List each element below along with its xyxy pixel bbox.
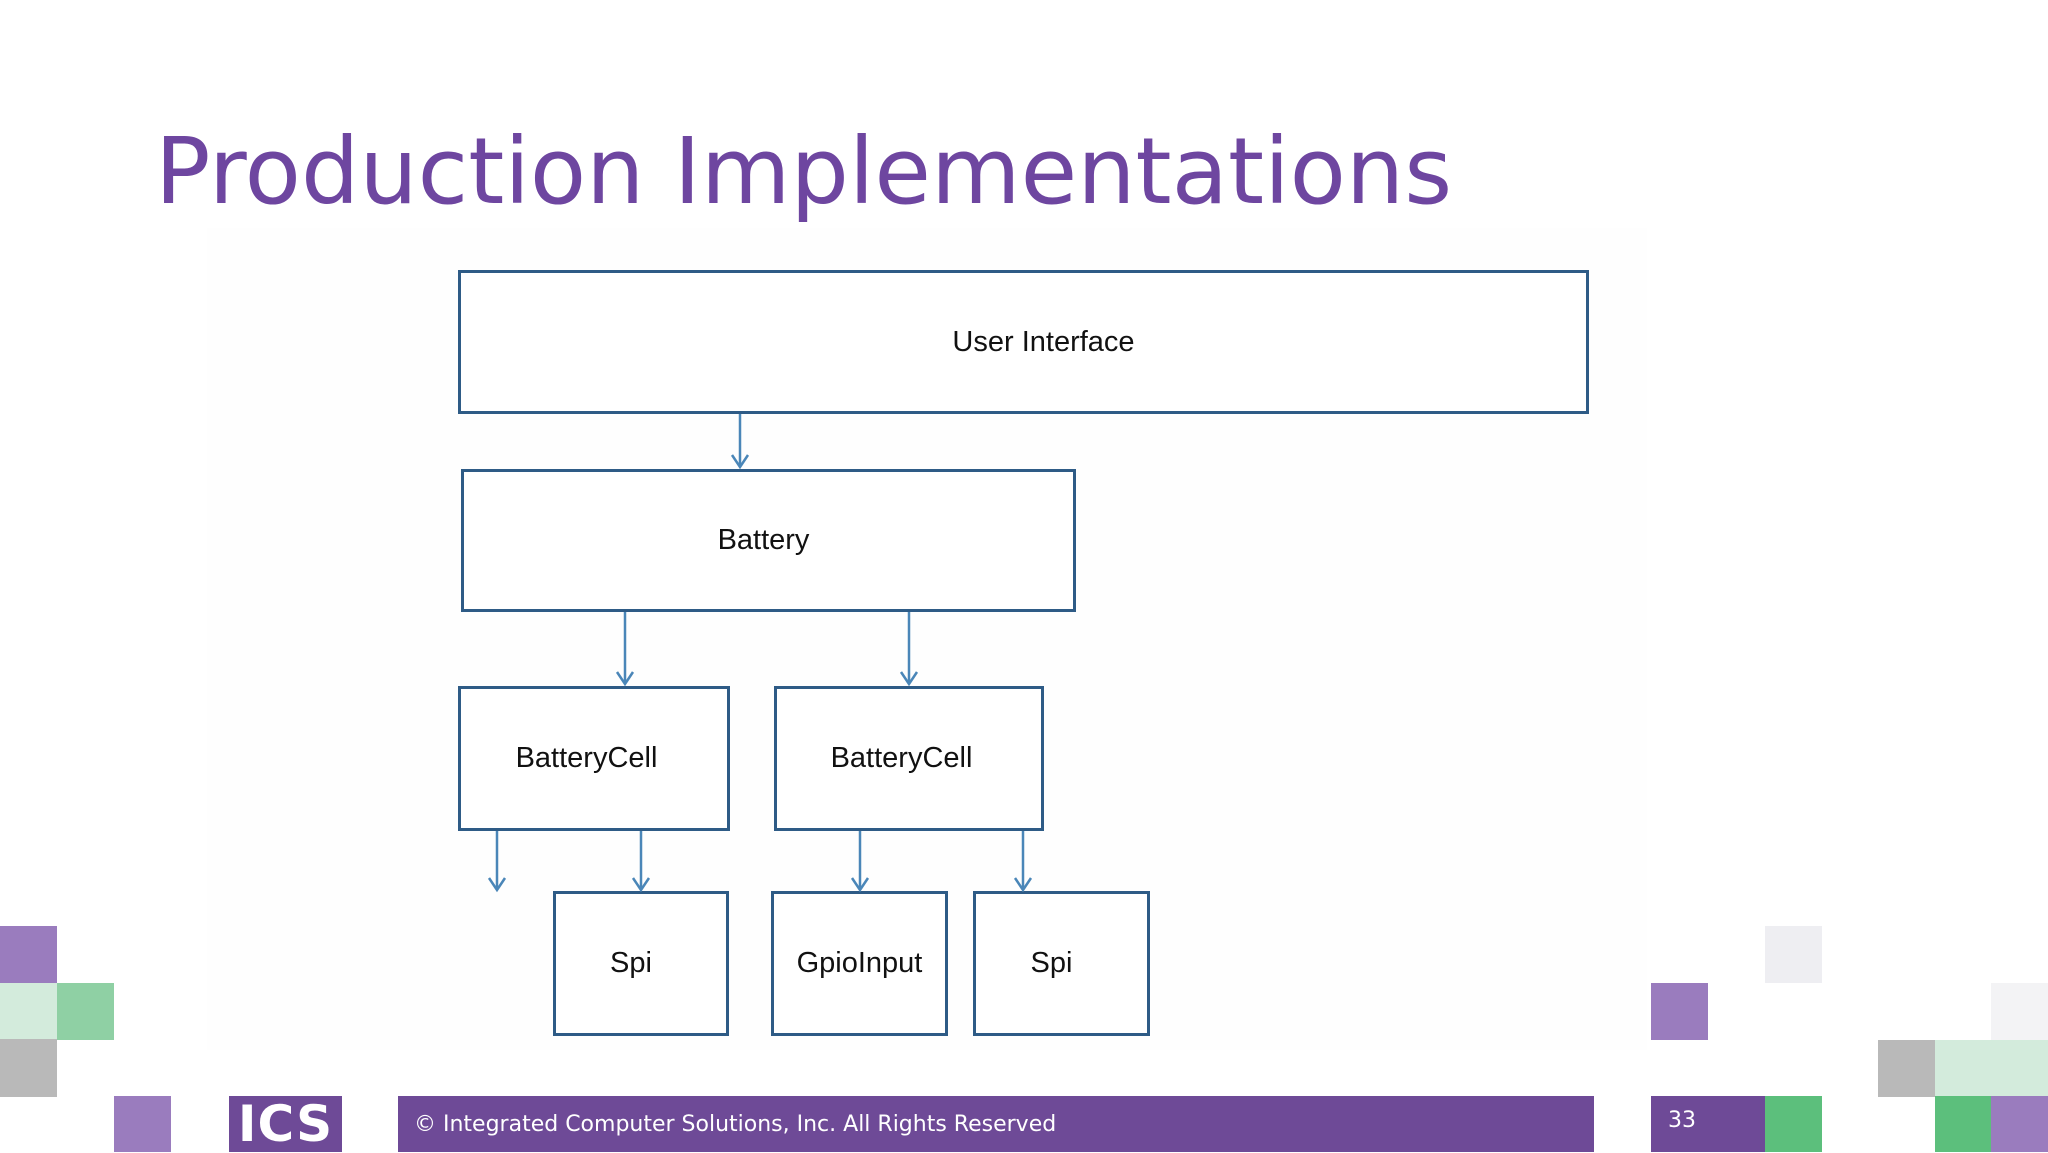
spi-box-1: Spi xyxy=(553,891,729,1036)
decor-square xyxy=(1878,1040,1935,1097)
decor-square xyxy=(1991,1096,2048,1152)
gpio-input-label: GpioInput xyxy=(796,947,923,979)
spi-label-2: Spi xyxy=(1030,947,1073,979)
arrow-ui-to-battery xyxy=(730,414,750,470)
battery-cell-box-2: BatteryCell xyxy=(774,686,1044,831)
arrow-cell-1-dangling xyxy=(487,831,507,893)
arrow-battery-to-cell-2 xyxy=(899,612,919,687)
user-interface-label: User Interface xyxy=(952,325,1135,358)
battery-box: Battery xyxy=(461,469,1076,612)
user-interface-box: User Interface xyxy=(458,270,1589,414)
arrow-cell-2-to-gpio xyxy=(850,831,870,893)
arrow-cell-2-to-spi xyxy=(1013,831,1033,893)
battery-cell-label-1: BatteryCell xyxy=(515,742,658,774)
decor-square xyxy=(0,983,57,1039)
spi-box-2: Spi xyxy=(973,891,1150,1036)
decor-square xyxy=(1765,926,1822,983)
decor-square xyxy=(1935,1040,1992,1097)
ics-logo: ICS xyxy=(229,1095,342,1153)
decor-square xyxy=(1765,1096,1822,1152)
decor-square xyxy=(57,983,114,1040)
decor-square xyxy=(1991,983,2048,1040)
gpio-input-box: GpioInput xyxy=(771,891,948,1036)
arrow-battery-to-cell-1 xyxy=(615,612,635,687)
arrow-cell-1-to-spi xyxy=(631,831,651,893)
battery-cell-label-2: BatteryCell xyxy=(830,742,973,774)
decor-square xyxy=(114,1096,171,1152)
slide-title: Production Implementations xyxy=(155,118,1453,225)
battery-cell-box-1: BatteryCell xyxy=(458,686,730,831)
decor-square xyxy=(1651,983,1708,1040)
decor-square xyxy=(1935,1096,1992,1152)
footer-copyright: © Integrated Computer Solutions, Inc. Al… xyxy=(398,1096,1594,1152)
decor-square xyxy=(0,1040,57,1097)
decor-square xyxy=(0,926,57,983)
page-number: 33 xyxy=(1651,1096,1765,1152)
spi-label-1: Spi xyxy=(610,947,652,979)
battery-label: Battery xyxy=(717,524,810,556)
decor-square xyxy=(1991,1040,2048,1097)
